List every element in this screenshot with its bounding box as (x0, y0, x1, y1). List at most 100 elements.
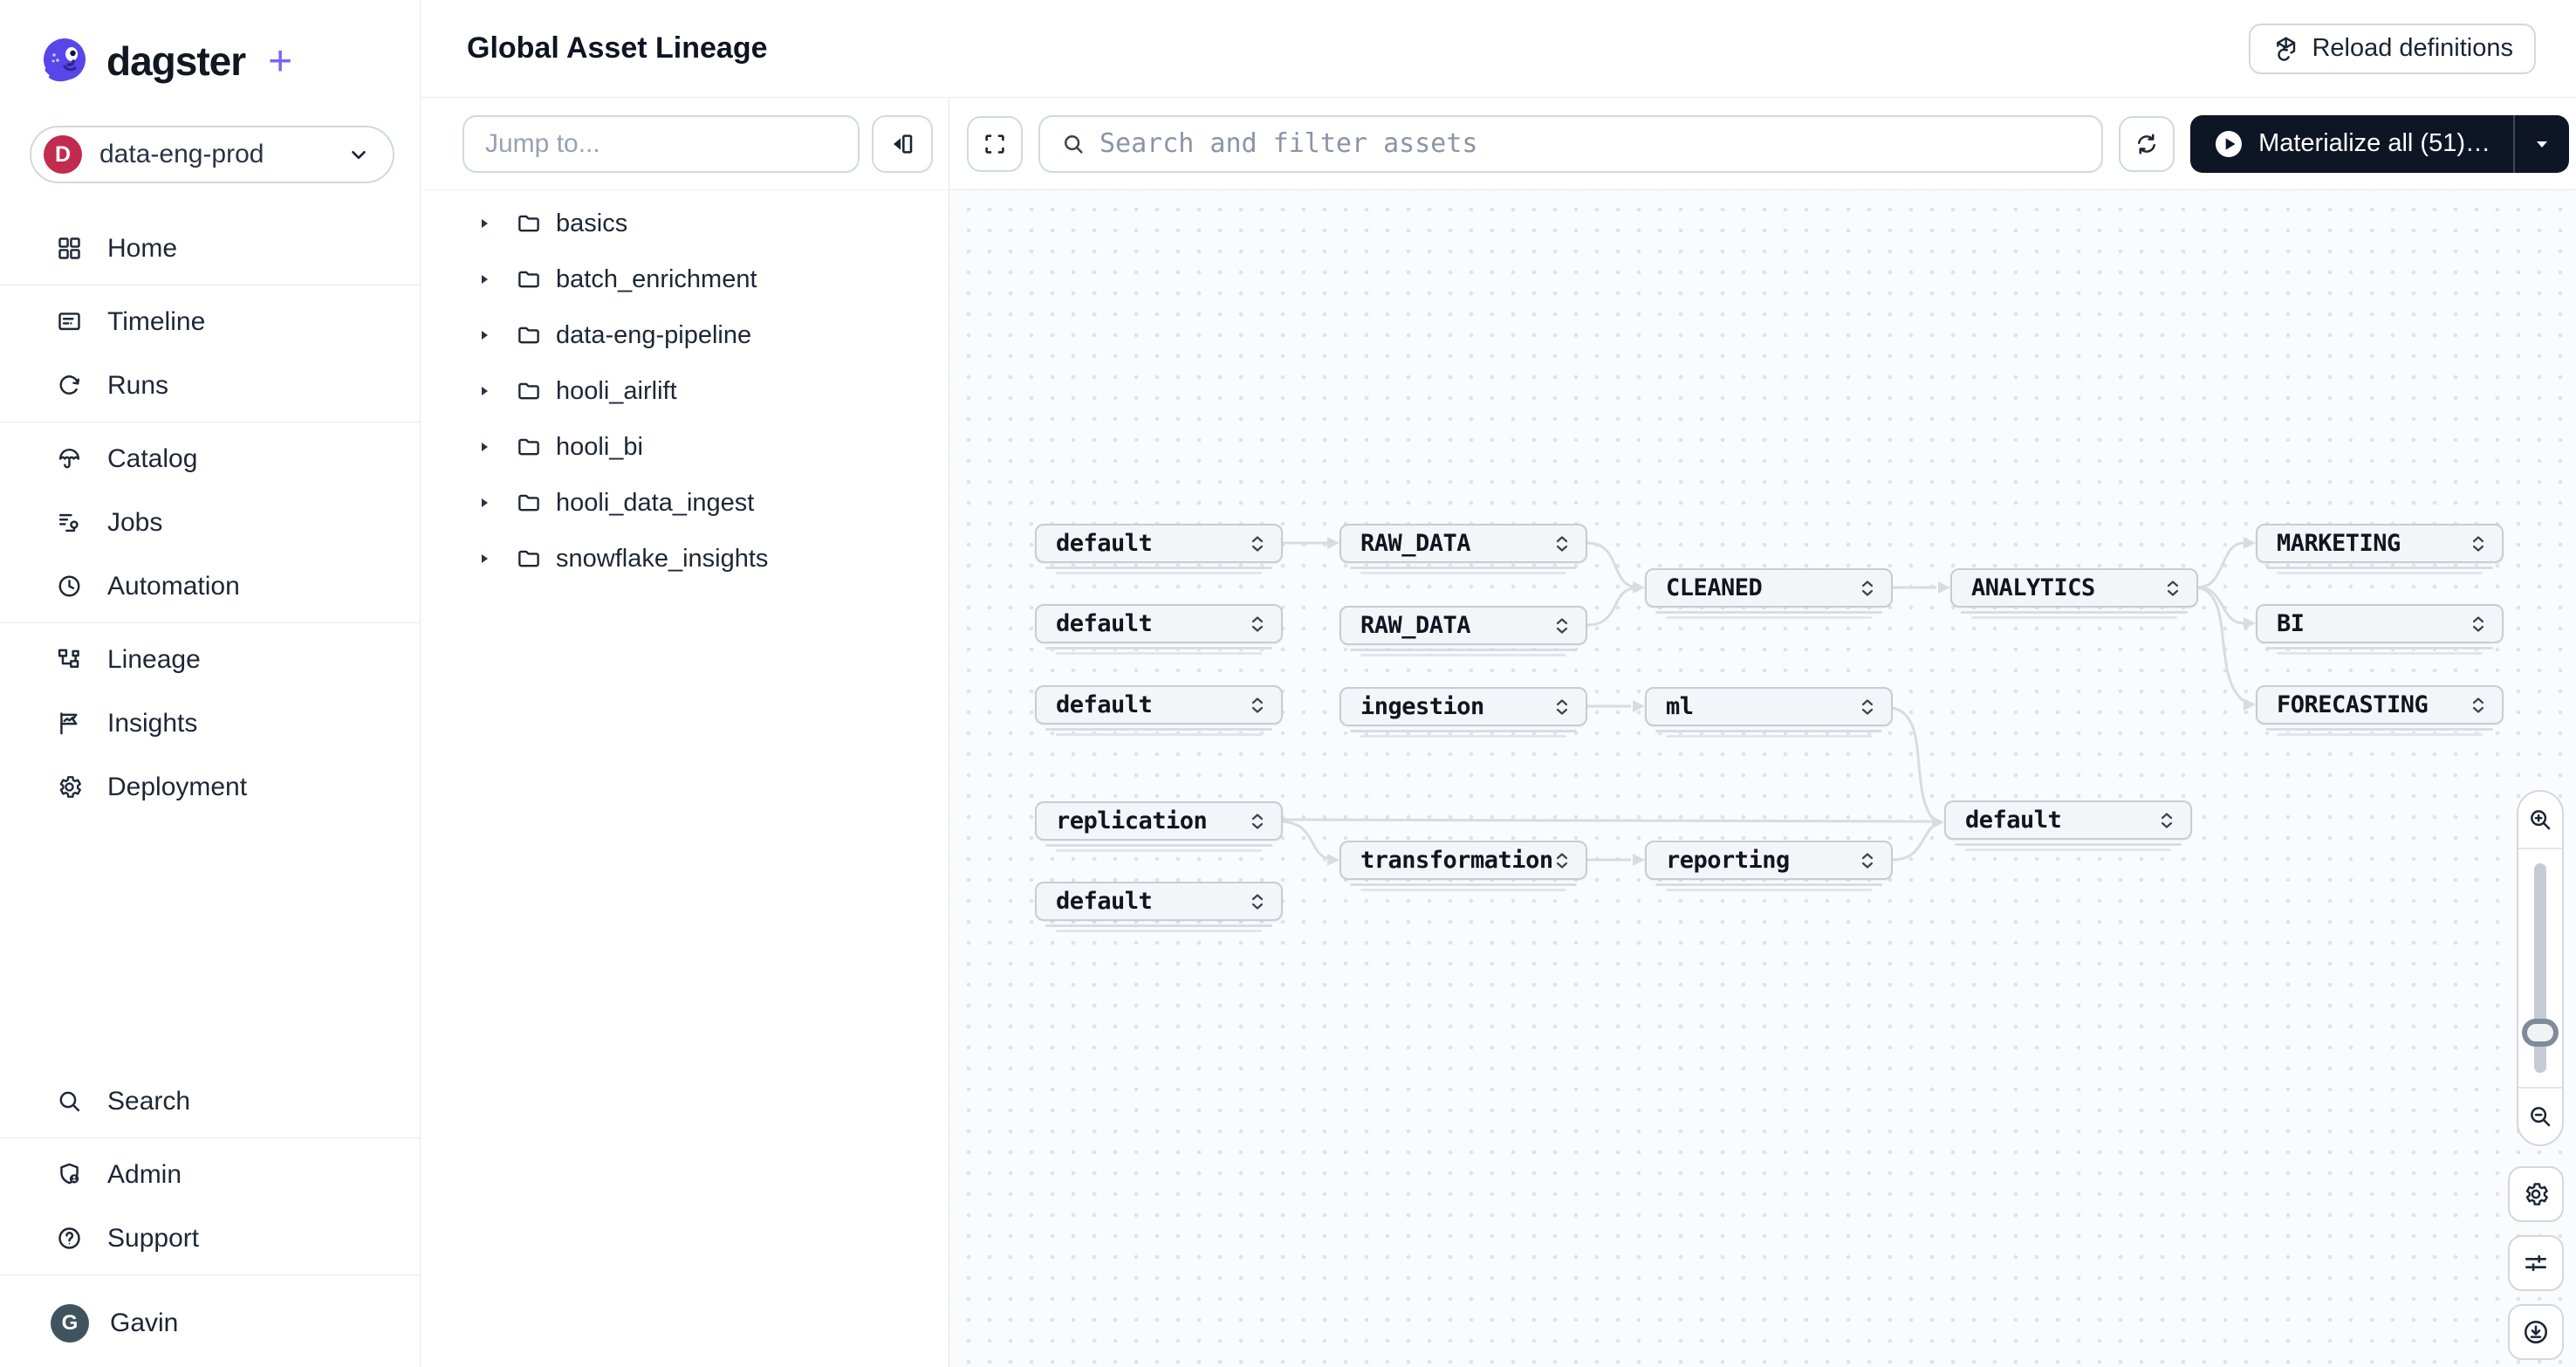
collapse-panel-button[interactable] (872, 114, 933, 173)
asset-explorer-panel: basics batch_enrichment data-eng-pipelin… (421, 98, 949, 1367)
graph-node-transformation[interactable]: transformation (1339, 841, 1587, 891)
tree-item-batch-enrichment[interactable]: batch_enrichment (421, 251, 949, 307)
graph-settings-button[interactable] (2508, 1166, 2564, 1222)
brand-plus: + (268, 38, 293, 85)
fullscreen-button[interactable] (967, 115, 1023, 172)
caret-right-icon[interactable] (477, 216, 495, 230)
sidebar-item-deployment[interactable]: Deployment (0, 755, 420, 819)
sidebar-item-insights[interactable]: Insights (0, 691, 420, 755)
expand-collapse-icon[interactable] (2165, 578, 2181, 599)
expand-collapse-icon[interactable] (2159, 810, 2175, 831)
materialize-dropdown-button[interactable] (2515, 115, 2569, 173)
graph-node-replication[interactable]: replication (1035, 801, 1283, 852)
zoom-slider[interactable] (2518, 849, 2562, 1087)
expand-collapse-icon[interactable] (1860, 578, 1875, 599)
sidebar-item-jobs[interactable]: Jobs (0, 491, 420, 554)
page-header: Global Asset Lineage Reload definitions (421, 0, 2576, 98)
node-label: default (1056, 610, 1153, 637)
expand-collapse-icon[interactable] (1250, 614, 1265, 635)
expand-collapse-icon[interactable] (1250, 891, 1265, 912)
graph-viewport[interactable]: default RAW_DATA CLEANED ANALYTICS (949, 190, 2576, 1367)
expand-collapse-icon[interactable] (1554, 533, 1570, 554)
user-menu[interactable]: G Gavin (0, 1280, 420, 1367)
reload-definitions-button[interactable]: Reload definitions (2249, 23, 2536, 74)
folder-icon (516, 210, 542, 237)
tree-item-snowflake-insights[interactable]: snowflake_insights (421, 531, 949, 587)
download-graph-button[interactable] (2508, 1304, 2564, 1360)
content-row: basics batch_enrichment data-eng-pipelin… (421, 98, 2576, 1367)
node-label: RAW_DATA (1360, 530, 1471, 557)
divider (2513, 114, 2515, 173)
graph-node-default-4[interactable]: default (1944, 800, 2192, 851)
graph-node-analytics[interactable]: ANALYTICS (1950, 568, 2198, 619)
sidebar-item-catalog[interactable]: Catalog (0, 427, 420, 491)
graph-filters-button[interactable] (2508, 1235, 2564, 1291)
asset-search-input[interactable] (1100, 128, 2081, 159)
zoom-out-button[interactable] (2518, 1087, 2562, 1144)
zoom-in-button[interactable] (2518, 792, 2562, 849)
node-label: reporting (1666, 847, 1790, 874)
asset-search-box[interactable] (1038, 114, 2104, 173)
graph-node-ingestion[interactable]: ingestion (1339, 687, 1587, 738)
expand-collapse-icon[interactable] (1250, 811, 1265, 832)
expand-collapse-icon[interactable] (1860, 850, 1875, 871)
sidebar-item-admin[interactable]: Admin (0, 1143, 420, 1206)
caret-right-icon[interactable] (477, 328, 495, 342)
jump-to-input[interactable] (462, 114, 860, 173)
expand-collapse-icon[interactable] (1250, 533, 1265, 554)
sidebar-item-runs[interactable]: Runs (0, 354, 420, 417)
expand-collapse-icon[interactable] (1554, 697, 1570, 718)
tree-item-basics[interactable]: basics (421, 196, 949, 251)
caret-right-icon[interactable] (477, 384, 495, 398)
asset-group-tree: basics batch_enrichment data-eng-pipelin… (421, 190, 949, 587)
caret-right-icon[interactable] (477, 552, 495, 566)
expand-collapse-icon[interactable] (1250, 695, 1265, 716)
folder-icon (516, 434, 542, 460)
expand-collapse-icon[interactable] (2470, 695, 2486, 716)
node-label: transformation (1360, 847, 1553, 874)
deployment-avatar: D (44, 135, 82, 174)
sidebar-item-search[interactable]: Search (0, 1069, 420, 1133)
graph-node-default-5[interactable]: default (1035, 882, 1283, 932)
node-label: default (1056, 691, 1153, 718)
zoom-slider-handle[interactable] (2522, 1019, 2559, 1047)
expand-collapse-icon[interactable] (2470, 614, 2486, 635)
expand-collapse-icon[interactable] (1860, 697, 1875, 718)
graph-node-default-2[interactable]: default (1035, 604, 1283, 655)
caret-right-icon[interactable] (477, 440, 495, 454)
tree-item-hooli-data-ingest[interactable]: hooli_data_ingest (421, 475, 949, 531)
tree-item-hooli-airlift[interactable]: hooli_airlift (421, 363, 949, 419)
graph-node-raw-data-1[interactable]: RAW_DATA (1339, 524, 1587, 574)
sidebar-item-automation[interactable]: Automation (0, 554, 420, 618)
graph-node-raw-data-2[interactable]: RAW_DATA (1339, 606, 1587, 656)
refresh-button[interactable] (2119, 115, 2175, 172)
graph-node-default-1[interactable]: default (1035, 524, 1283, 574)
materialize-all-button[interactable]: Materialize all (51)… (2190, 115, 2513, 173)
graph-node-cleaned[interactable]: CLEANED (1645, 568, 1893, 619)
deployment-switcher[interactable]: D data-eng-prod (30, 126, 394, 183)
grid-icon (58, 237, 80, 259)
graph-node-bi[interactable]: BI (2256, 604, 2504, 655)
sidebar-item-home[interactable]: Home (0, 216, 420, 280)
graph-node-ml[interactable]: ml (1645, 687, 1893, 738)
expand-collapse-icon[interactable] (1554, 850, 1570, 871)
node-label: replication (1056, 807, 1208, 835)
download-circle-icon (2524, 1320, 2548, 1344)
sidebar-nav: Home Timeline Runs Catalog Jobs (0, 216, 420, 1367)
folder-icon (516, 322, 542, 348)
sidebar-item-lineage[interactable]: Lineage (0, 628, 420, 691)
graph-node-reporting[interactable]: reporting (1645, 841, 1893, 891)
tree-item-hooli-bi[interactable]: hooli_bi (421, 419, 949, 475)
deployment-name: data-eng-prod (99, 140, 264, 168)
graph-node-default-3[interactable]: default (1035, 685, 1283, 736)
expand-collapse-icon[interactable] (2470, 533, 2486, 554)
caret-right-icon[interactable] (477, 272, 495, 286)
caret-right-icon[interactable] (477, 496, 495, 510)
expand-collapse-icon[interactable] (1554, 615, 1570, 636)
graph-node-marketing[interactable]: MARKETING (2256, 524, 2504, 574)
tree-item-data-eng-pipeline[interactable]: data-eng-pipeline (421, 307, 949, 363)
sidebar-item-support[interactable]: Support (0, 1206, 420, 1270)
sidebar-item-timeline[interactable]: Timeline (0, 290, 420, 354)
graph-node-forecasting[interactable]: FORECASTING (2256, 685, 2504, 736)
